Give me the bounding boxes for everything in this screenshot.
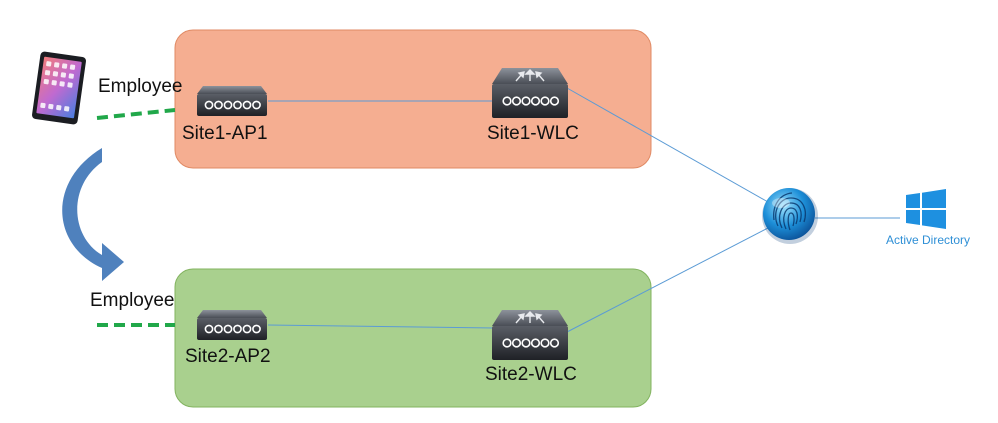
client-label: Employee [90,290,175,311]
fingerprint-icon [762,188,818,244]
link-ap2-wlc2 [267,324,495,329]
ap-label: Site1-AP1 [182,123,268,144]
access-point-icon [197,310,267,340]
tablet-icon [32,51,86,125]
active-directory-label: Active Directory [886,233,971,247]
access-point-icon [197,86,267,116]
roam-arrow [62,148,124,281]
site1-panel [174,29,652,169]
link-wlc1-auth [566,87,769,203]
windows-logo-icon [906,189,946,229]
ap-label: Site2-AP2 [185,346,271,367]
wlc-label: Site1-WLC [487,123,579,144]
wlc-icon [492,310,568,360]
site2-panel [174,268,652,408]
wlc-icon [492,68,568,118]
wlc-label: Site2-WLC [485,364,577,385]
network-links [267,87,900,333]
client-label: Employee [98,76,183,97]
wireless-link-site1 [96,108,176,120]
wireless-associations [96,108,176,327]
link-wlc2-auth [566,227,769,333]
